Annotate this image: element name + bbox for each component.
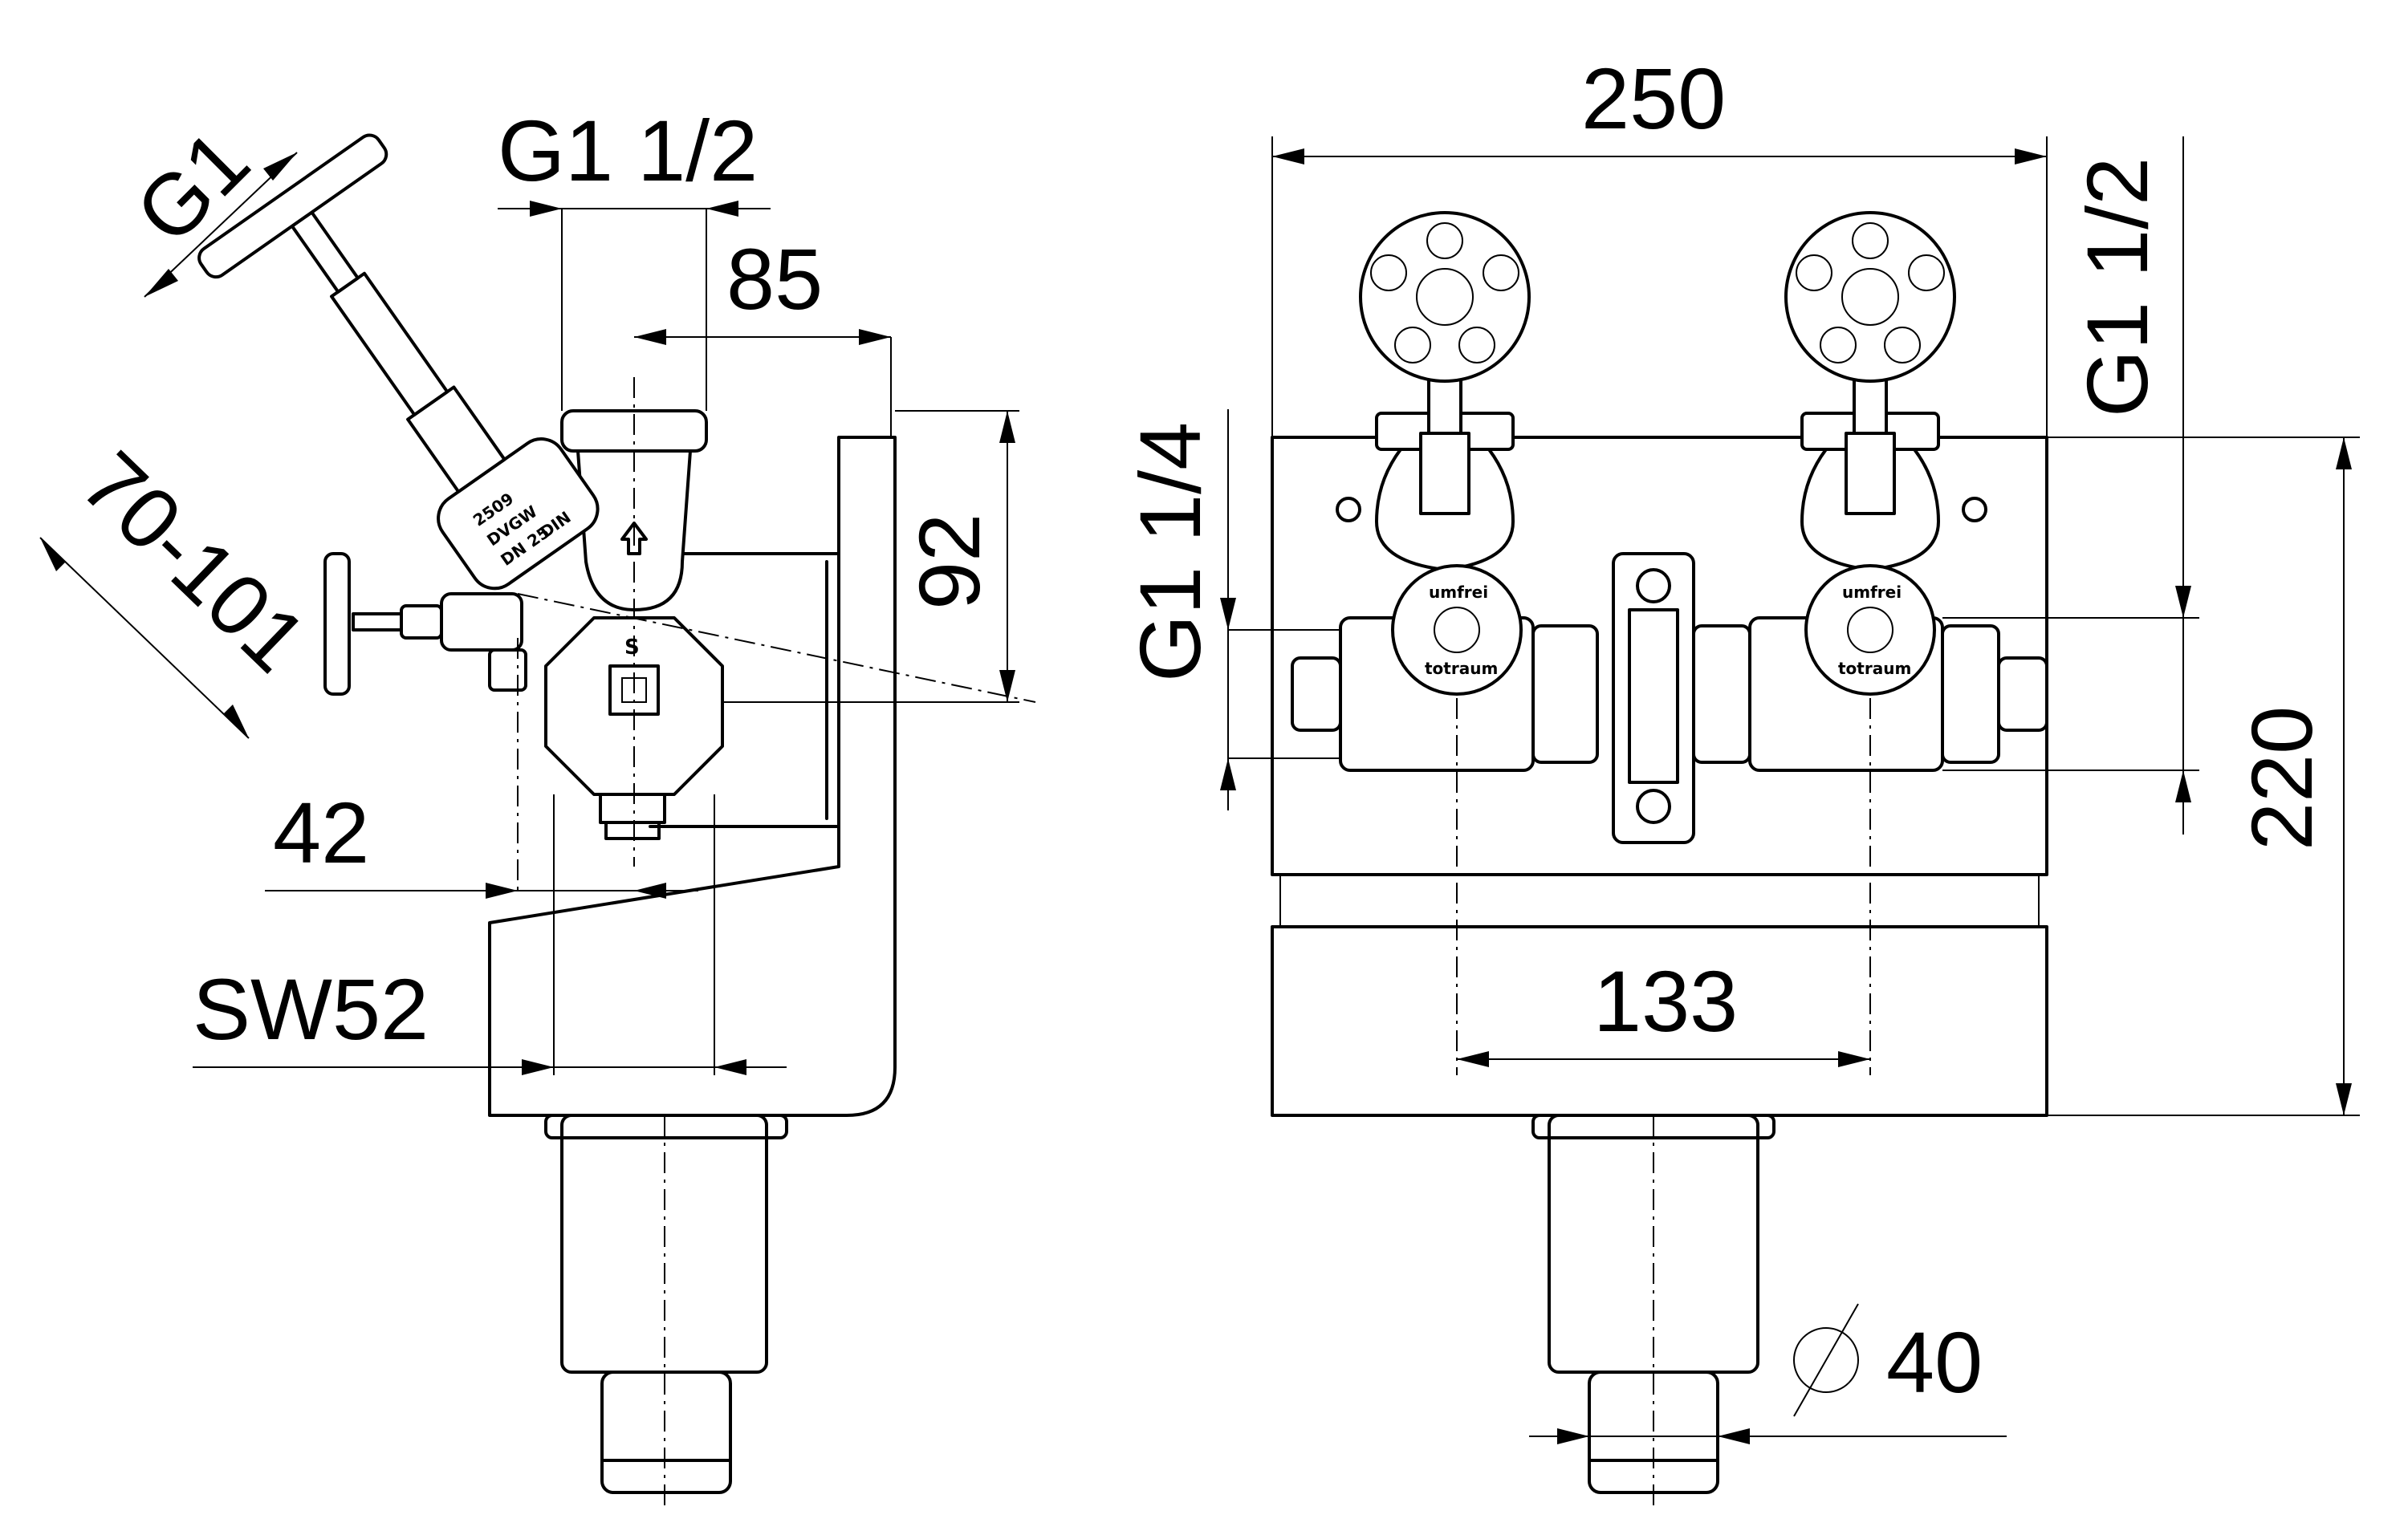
valve-left: umfrei totraum [1359,211,1531,696]
dim-diameter-40: 40 [1886,1314,1983,1411]
dim-g1-quarter: G1 1/4 [1121,422,1218,682]
dim-133: 133 [1593,952,1738,1050]
svg-text:umfrei: umfrei [1429,583,1488,602]
dim-70-101: 70-101 [63,433,325,691]
right-top-handwheel-icon [1784,211,1956,383]
drain-handwheel [323,552,351,696]
top-handwheel [197,133,388,279]
left-front-handwheel-icon [1391,564,1523,696]
bottom-bolt [599,793,666,824]
flow-arrow-icon [620,522,648,555]
valve-body-octagon [544,616,724,796]
dim-220: 220 [2233,706,2330,851]
right-front-handwheel-icon [1804,564,1936,696]
mounting-bracket [649,552,840,828]
left-top-handwheel-icon [1359,211,1531,383]
side-view: S 2509 DVGW DN 25 DIN [39,102,1036,1509]
back-plate [1271,436,2048,876]
dim-85: 85 [726,230,823,327]
valve-right: umfrei totraum [1784,211,1956,696]
bottom-spigot [600,1371,732,1494]
drain-valve [323,552,527,696]
dim-g1-half-side: G1 1/2 [498,102,758,199]
logo-marking: S [624,636,640,660]
mount-hole-right [1962,497,1987,522]
svg-text:totraum: totraum [1425,659,1498,678]
front-view: umfrei totraum umfrei totraum [1121,50,2360,1509]
svg-text:totraum: totraum [1838,659,1911,678]
mount-hole-left [1336,497,1361,522]
diameter-symbol-icon [1793,1303,1859,1417]
dim-92: 92 [901,514,998,610]
dim-g1-half-front: G1 1/2 [2068,157,2166,417]
dim-250: 250 [1581,50,1726,147]
svg-text:umfrei: umfrei [1842,583,1902,602]
angled-valve: 2509 DVGW DN 25 DIN [197,133,600,591]
dim-42: 42 [273,784,369,881]
dim-sw52: SW52 [193,960,429,1058]
